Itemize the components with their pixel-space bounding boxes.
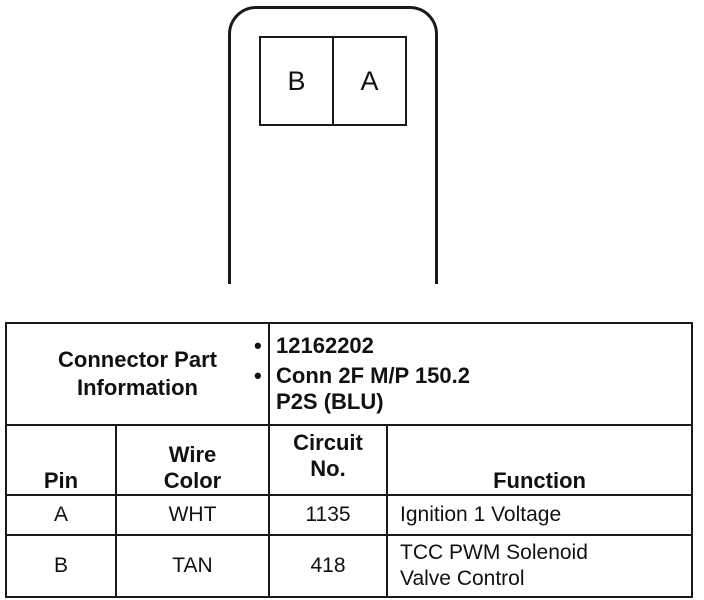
column-header-pin: Pin [5,424,117,496]
row-circuit: 1135 [268,494,389,536]
row-wire-color: TAN [114,534,271,598]
connector-info-table: Connector Part Information 12162202 Conn… [4,322,694,598]
table-row: B TAN 418 TCC PWM Solenoid Valve Control [5,534,694,598]
connector-part-label: Connector Part Information [4,322,271,426]
part-description: Conn 2F M/P 150.2 P2S (BLU) [254,363,685,415]
pin-cavity-a: A [332,38,405,124]
row-function: TCC PWM Solenoid Valve Control [386,534,694,598]
row-function: Ignition 1 Voltage [386,494,694,536]
pin-cavity-b: B [287,65,306,96]
connector-pin-cavities: B A [259,36,407,126]
row-wire-color: WHT [114,494,271,536]
row-pin: A [5,494,117,536]
connector-outline [228,6,438,284]
column-header-wire-color: Wire Color [114,424,271,496]
column-header-circuit: Circuit No. [268,424,389,496]
row-circuit: 418 [268,534,389,598]
row-pin: B [5,534,117,598]
table-row: A WHT 1135 Ignition 1 Voltage [5,494,694,536]
part-number: 12162202 [254,333,685,359]
connector-part-list: 12162202 Conn 2F M/P 150.2 P2S (BLU) [254,322,694,426]
column-header-function: Function [386,424,694,496]
